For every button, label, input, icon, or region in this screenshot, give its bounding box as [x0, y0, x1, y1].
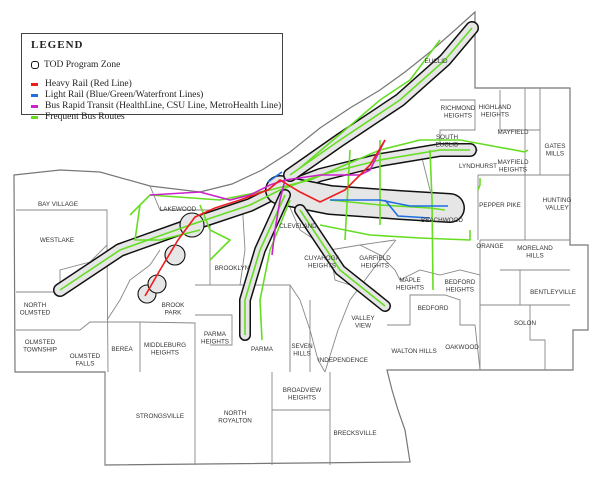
municipality-label: BROOKLYN: [215, 265, 250, 272]
municipal-boundaries: [16, 88, 570, 465]
municipality-label: PARMA: [251, 346, 274, 353]
legend-item-tod-zone: TOD Program Zone: [31, 60, 120, 70]
legend-label: Frequent Bus Routes: [45, 112, 125, 122]
municipality-label: BRECKSVILLE: [333, 430, 376, 437]
legend-label: TOD Program Zone: [44, 60, 121, 70]
frequent-bus-routes: [59, 27, 529, 341]
county-outline: [13, 10, 589, 466]
municipality-label: BAY VILLAGE: [38, 201, 78, 208]
municipality-label: LAKEWOOD: [160, 206, 197, 213]
legend-item-frequent-bus: Frequent Bus Routes: [31, 112, 125, 122]
municipality-label: BEDFORD: [418, 305, 449, 312]
municipality-label: LYNDHURST: [459, 163, 497, 170]
tod-zone-symbol-icon: [31, 61, 39, 69]
legend: LEGEND TOD Program Zone Heavy Rail (Red …: [21, 33, 283, 122]
municipality-label: OAKWOOD: [445, 344, 479, 351]
municipality-label: CLEVELAND: [279, 223, 317, 230]
municipality-label: INDEPENDENCE: [318, 357, 368, 364]
purple-line-swatch-icon: [31, 104, 38, 108]
municipality-label: STRONGSVILLE: [136, 413, 184, 420]
municipality-label: EUCLID: [424, 58, 448, 65]
legend-title: LEGEND: [31, 39, 84, 51]
municipality-label: WESTLAKE: [40, 237, 74, 244]
municipality-label: PEPPER PIKE: [479, 202, 521, 209]
municipality-label: BEACHWOOD: [421, 217, 463, 224]
legend-item-heavy-rail: Heavy Rail (Red Line): [31, 79, 132, 89]
legend-label: Heavy Rail (Red Line): [45, 79, 132, 89]
red-line-swatch-icon: [31, 82, 38, 86]
municipality-label: BEREA: [111, 346, 133, 353]
heavy-rail-line: [144, 139, 386, 297]
legend-item-light-rail: Light Rail (Blue/Green/Waterfront Lines): [31, 90, 203, 100]
municipality-label: WALTON HILLS: [391, 348, 436, 355]
municipality-label: MAYFIELD: [497, 129, 528, 136]
green-line-swatch-icon: [31, 115, 38, 119]
light-rail-lines: [267, 171, 448, 219]
legend-label: Bus Rapid Transit (HealthLine, CSU Line,…: [45, 101, 282, 111]
municipality-label: BENTLEYVILLE: [530, 289, 576, 296]
municipality-label: SOLON: [514, 320, 536, 327]
blue-line-swatch-icon: [31, 93, 38, 97]
municipality-label: ORANGE: [476, 243, 503, 250]
legend-item-brt: Bus Rapid Transit (HealthLine, CSU Line,…: [31, 101, 281, 111]
legend-label: Light Rail (Blue/Green/Waterfront Lines): [45, 90, 204, 100]
